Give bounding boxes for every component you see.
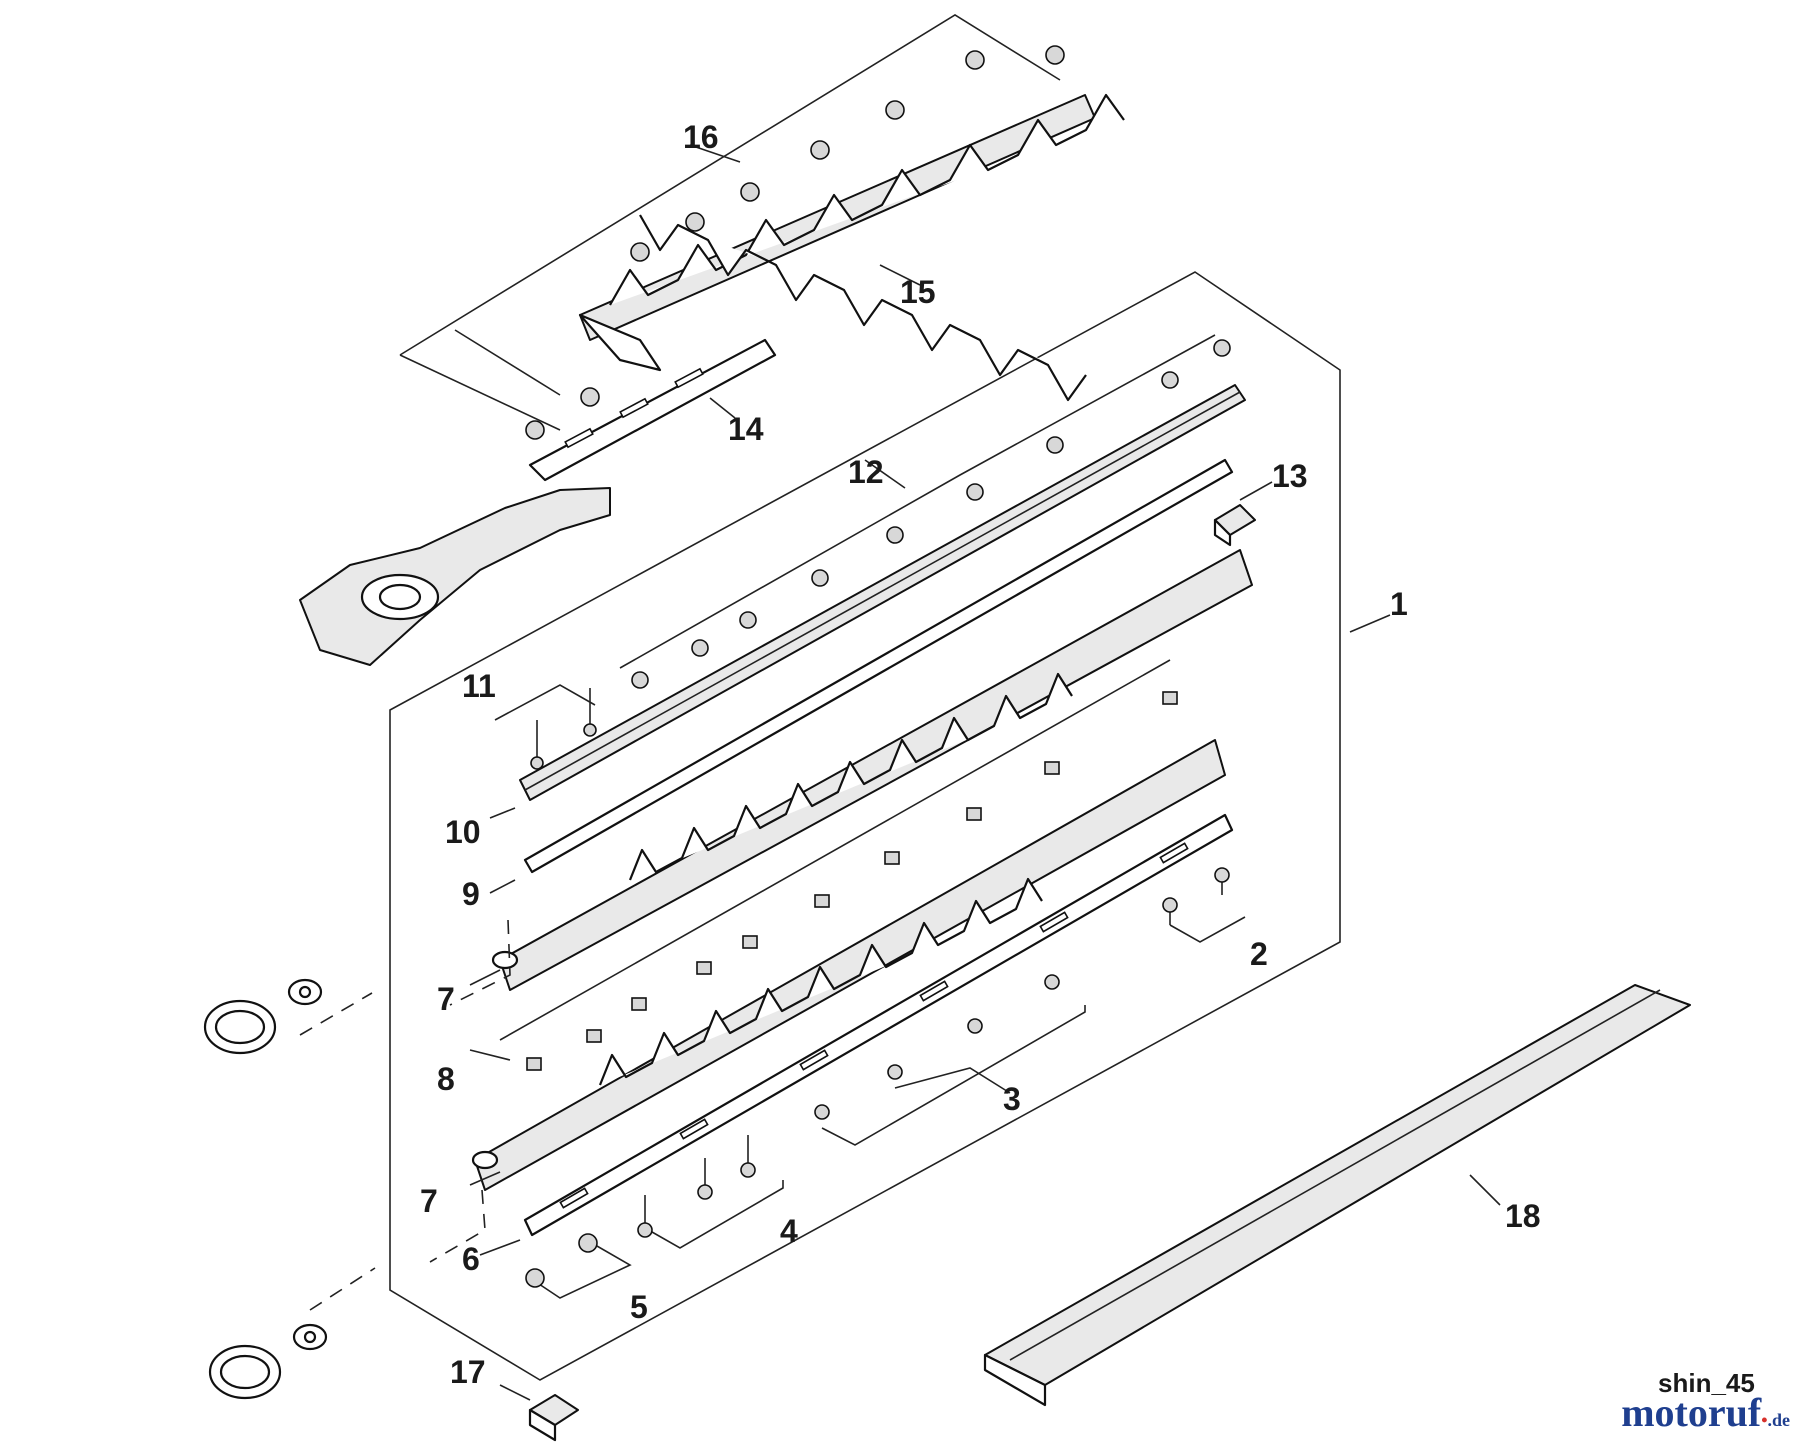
plate-6 bbox=[523, 813, 1234, 1237]
plate-14 bbox=[528, 338, 777, 482]
callout-4: 4 bbox=[780, 1213, 798, 1249]
rail-10 bbox=[519, 384, 1246, 801]
screws-2 bbox=[1162, 867, 1246, 943]
leader-lines bbox=[469, 144, 1501, 1401]
callout-8: 8 bbox=[437, 1061, 455, 1097]
clip-row-8 bbox=[526, 691, 1178, 1071]
nut-row-12-bracket bbox=[619, 334, 1216, 669]
blade-group-bracket bbox=[399, 14, 1061, 356]
callout-3: 3 bbox=[1003, 1081, 1021, 1117]
nut-row-12 bbox=[631, 339, 1231, 689]
callout-9: 9 bbox=[462, 876, 480, 912]
callout-17: 17 bbox=[450, 1354, 486, 1390]
callout-14: 14 bbox=[728, 411, 764, 447]
clip-13 bbox=[1213, 504, 1256, 547]
blade-7-lower bbox=[471, 739, 1226, 1191]
callout-2: 2 bbox=[1250, 936, 1268, 972]
diagram-reference-code: shin_45 bbox=[1658, 1368, 1755, 1398]
callout-1: 1 bbox=[1390, 586, 1408, 622]
clip-row-8-bracket bbox=[499, 659, 1171, 1041]
callout-6: 6 bbox=[462, 1241, 480, 1277]
screws-11 bbox=[494, 684, 597, 770]
blade-group-bracket-lower bbox=[399, 354, 561, 431]
assembly-box-outline bbox=[389, 271, 1341, 1381]
callout-11: 11 bbox=[462, 668, 496, 704]
scabbard-18 bbox=[983, 984, 1691, 1407]
nut-row-top bbox=[525, 45, 1065, 440]
wrench-dash-upper bbox=[299, 919, 511, 1036]
callout-15: 15 bbox=[900, 274, 936, 310]
callout-16: 16 bbox=[683, 119, 719, 155]
watermark-dot: • bbox=[1761, 1410, 1768, 1430]
gear-housing bbox=[299, 487, 611, 666]
watermark-logo: motoruf•.de bbox=[1621, 1389, 1790, 1436]
bracket-tick bbox=[454, 329, 561, 396]
clip-17 bbox=[528, 1394, 579, 1442]
callout-18: 18 bbox=[1505, 1198, 1541, 1234]
screws-4 bbox=[637, 1135, 784, 1249]
callout-5: 5 bbox=[630, 1289, 648, 1325]
callout-7-lower: 7 bbox=[420, 1183, 438, 1219]
upper-blade-15 bbox=[578, 93, 1125, 402]
wrench-upper bbox=[203, 978, 323, 1055]
strip-9 bbox=[523, 458, 1234, 874]
callout-13: 13 bbox=[1272, 458, 1308, 494]
watermark-tld: .de bbox=[1767, 1410, 1791, 1430]
watermark-brand: motoruf bbox=[1621, 1390, 1762, 1435]
wrench-dash-lower bbox=[309, 1189, 486, 1311]
nuts-5 bbox=[525, 1233, 632, 1299]
callout-10: 10 bbox=[445, 814, 481, 850]
callout-12: 12 bbox=[848, 454, 884, 490]
screws-3 bbox=[814, 974, 1086, 1146]
wrench-lower bbox=[208, 1323, 328, 1400]
callout-7-upper: 7 bbox=[437, 981, 455, 1017]
blade-7-upper bbox=[491, 549, 1253, 991]
